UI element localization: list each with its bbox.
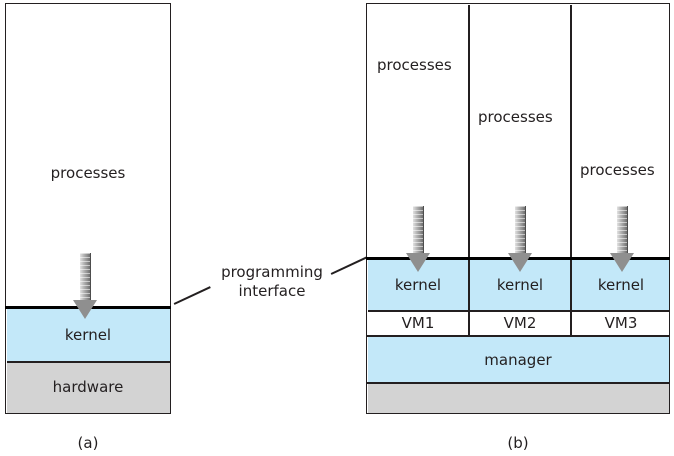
panel-a-processes-label: processes bbox=[50, 164, 126, 182]
panel-b-syscall-arrow-vm3 bbox=[610, 206, 634, 272]
panel-b-manager-band bbox=[367, 336, 669, 383]
panel-b-manager-label: manager bbox=[484, 351, 552, 369]
panel-a-caption: (a) bbox=[77, 434, 99, 452]
panel-b-processes-label-vm2: processes bbox=[478, 108, 553, 126]
panel-b-vm-label-2: VM2 bbox=[503, 314, 537, 332]
panel-b-hardware-band bbox=[367, 383, 669, 413]
panel-b-kernel-label-vm3: kernel bbox=[597, 276, 645, 294]
panel-b-vm-manager-divider bbox=[366, 335, 670, 337]
panel-b-syscall-arrow-vm1 bbox=[406, 206, 430, 272]
panel-b-vm-label-1: VM1 bbox=[401, 314, 435, 332]
panel-a-kernel-label: kernel bbox=[64, 326, 112, 344]
panel-a-hardware-band bbox=[6, 361, 170, 413]
panel-b-kernel-label-vm1: kernel bbox=[394, 276, 442, 294]
arrow-shaft bbox=[617, 206, 628, 253]
panel-a-syscall-arrow bbox=[73, 253, 97, 319]
panel-b-processes-label-vm3: processes bbox=[580, 161, 655, 179]
callout-leader-left bbox=[173, 286, 211, 305]
callout-line-2: interface bbox=[238, 282, 306, 300]
panel-b-syscall-arrow-vm2 bbox=[508, 206, 532, 272]
panel-b-kernel-vm-divider bbox=[367, 310, 669, 312]
arrow-head bbox=[610, 253, 634, 272]
panel-b-column-divider-2 bbox=[570, 4, 572, 336]
panel-b-vm-label-3: VM3 bbox=[604, 314, 638, 332]
panel-b-vm-row bbox=[367, 310, 669, 336]
panel-a-hardware-label: hardware bbox=[52, 378, 124, 396]
arrow-shaft bbox=[80, 253, 91, 300]
panel-b-caption: (b) bbox=[507, 434, 529, 452]
panel-a-kernel-hardware-divider bbox=[6, 361, 170, 363]
panel-b-column-divider-1 bbox=[468, 4, 470, 336]
programming-interface-callout: programming interface bbox=[221, 263, 323, 301]
arrow-shaft bbox=[413, 206, 424, 253]
panel-b-kernel-label-vm2: kernel bbox=[496, 276, 544, 294]
arrow-shaft bbox=[515, 206, 526, 253]
callout-leader-right bbox=[330, 256, 368, 275]
arrow-head bbox=[508, 253, 532, 272]
panel-b-manager-hardware-divider bbox=[366, 382, 670, 384]
arrow-head bbox=[406, 253, 430, 272]
arrow-head bbox=[73, 300, 97, 319]
panel-b-processes-label-vm1: processes bbox=[377, 56, 452, 74]
callout-line-1: programming bbox=[221, 263, 323, 281]
